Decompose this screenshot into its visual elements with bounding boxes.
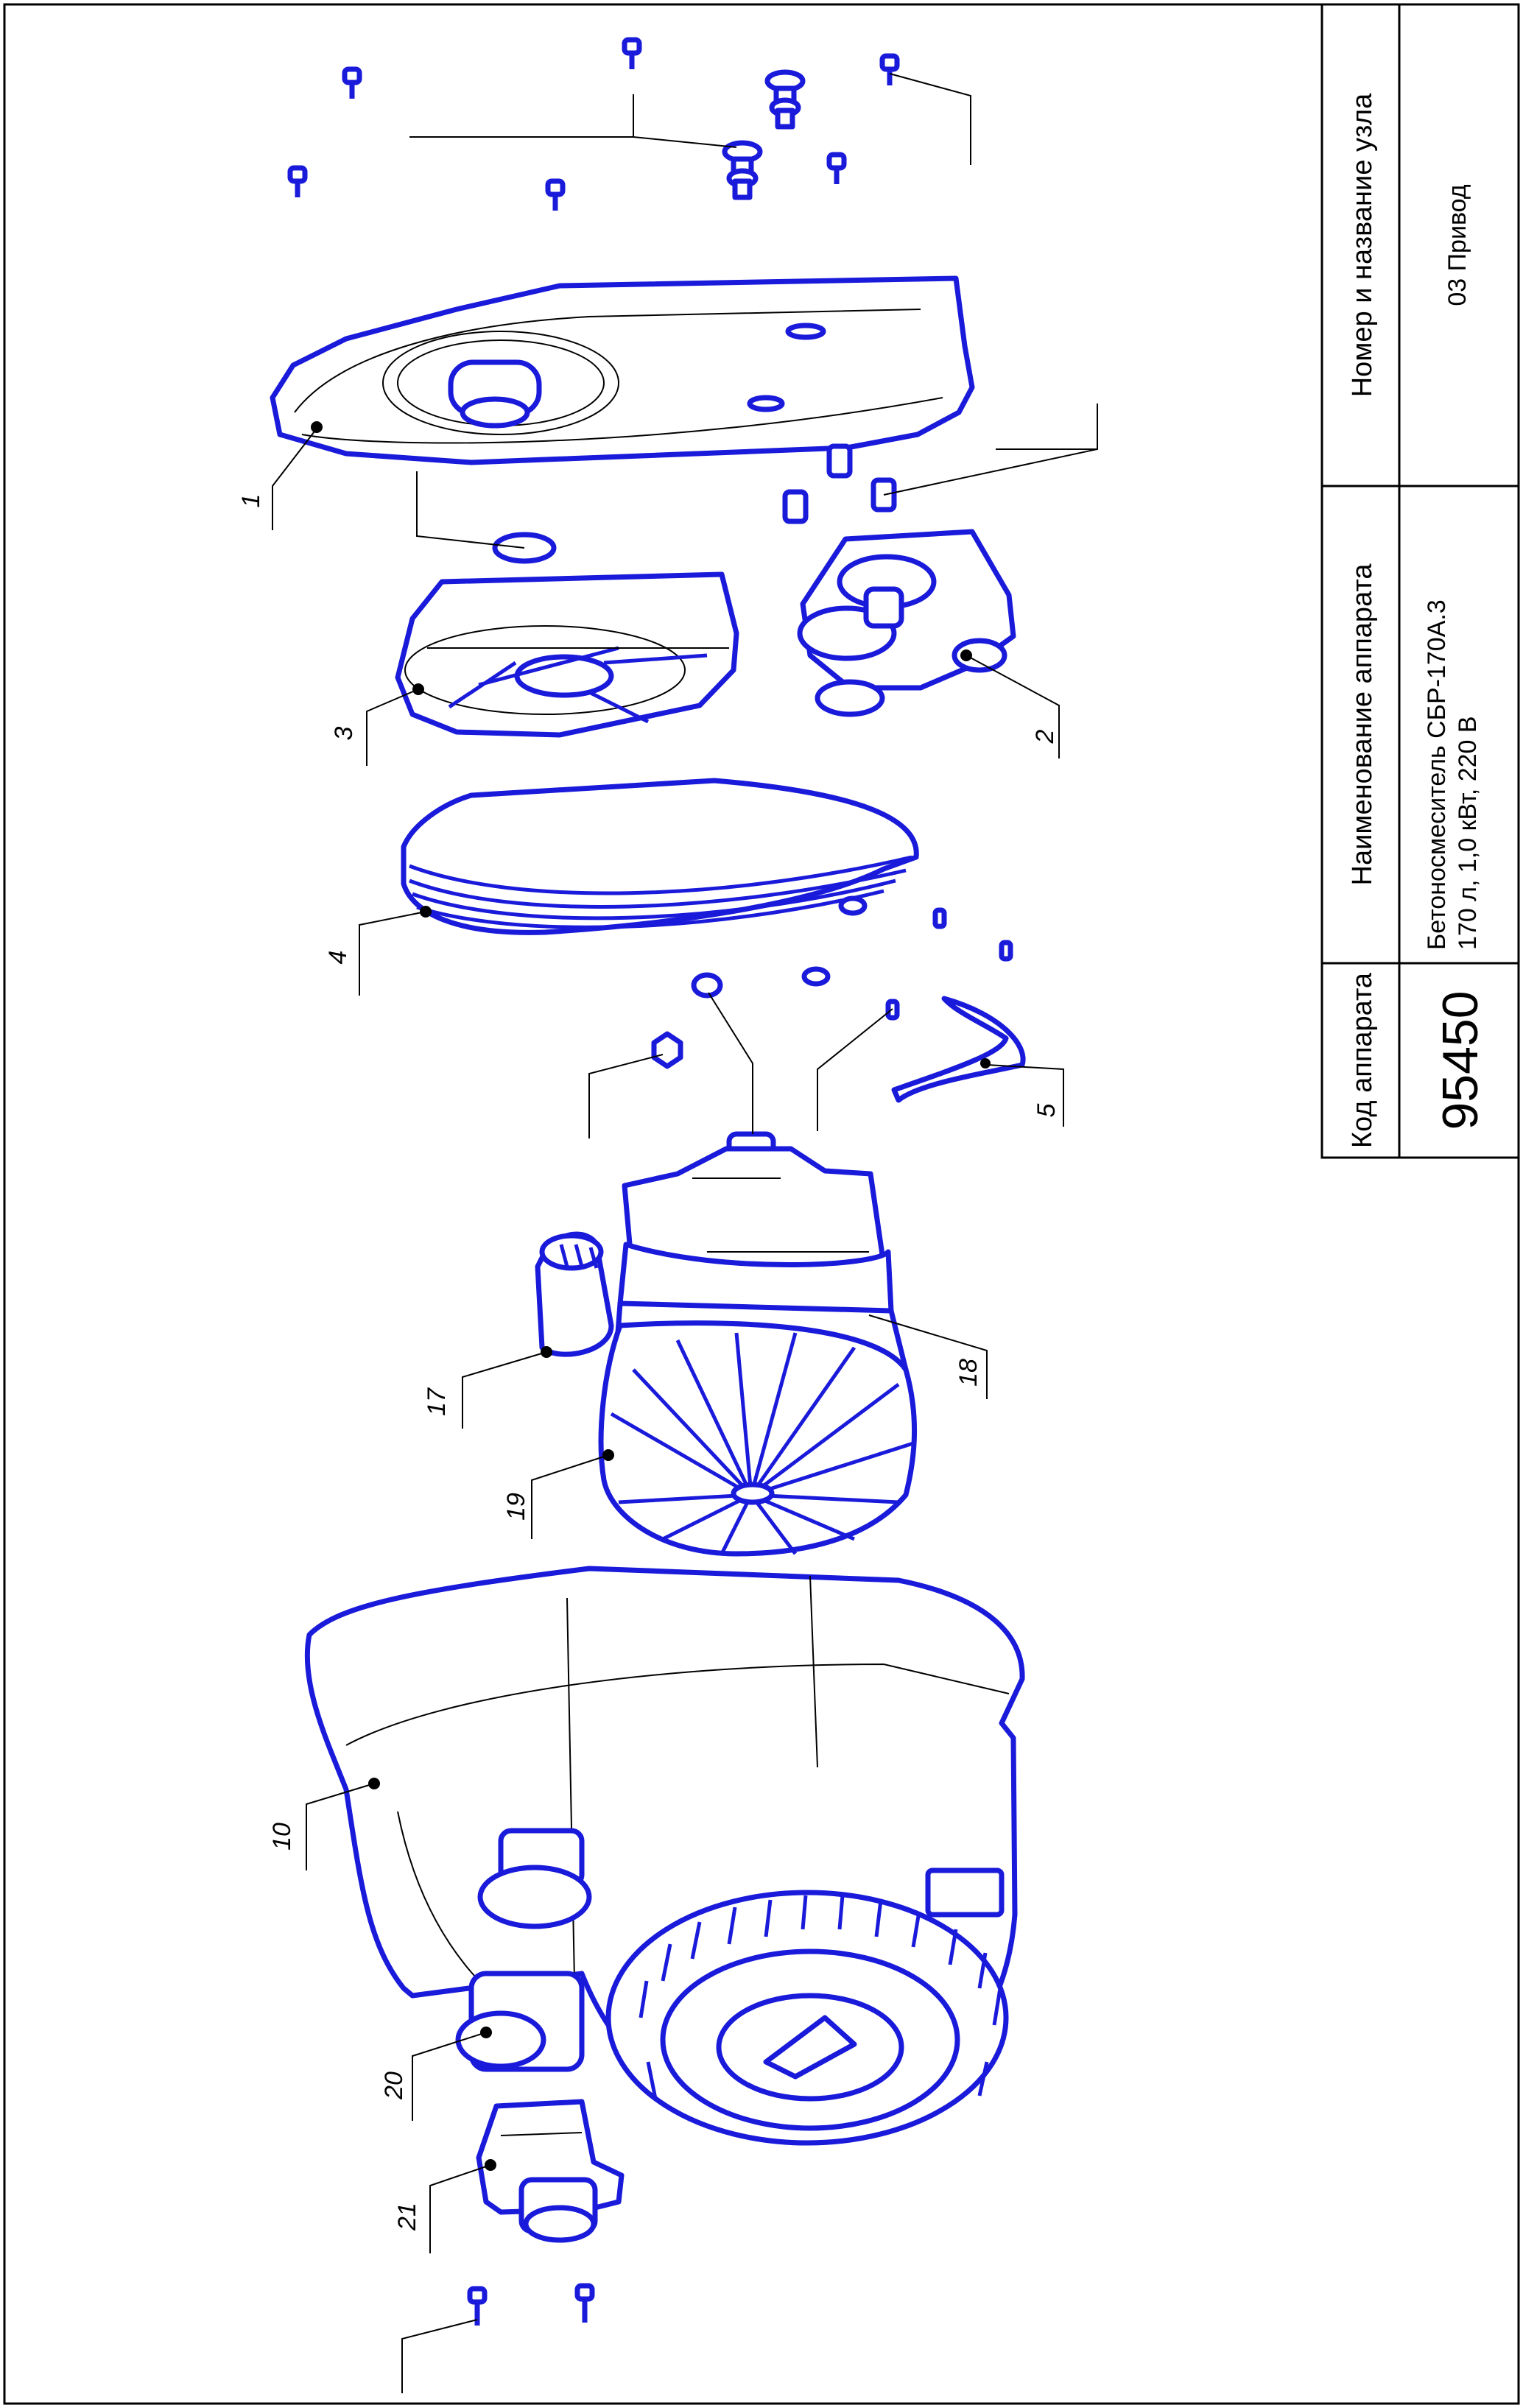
- part-5-plate: 5: [891, 996, 1064, 1127]
- bottom-screws: [401, 2283, 595, 2393]
- callout-17: 20: [380, 2071, 408, 2100]
- callout-18: 21: [393, 2203, 421, 2231]
- callout-5: 5: [1033, 1103, 1061, 1117]
- part-3-pulley: 3: [330, 571, 739, 766]
- sheet-frame: [3, 3, 1520, 2405]
- small-hardware: [588, 895, 1013, 1138]
- part-2-bracket: 2: [782, 404, 1098, 758]
- callout-10: 4: [324, 951, 352, 965]
- part-21-fan: 19: [502, 1320, 918, 1557]
- callout-3: 3: [330, 726, 358, 740]
- code-header: Код аппарата: [1347, 972, 1378, 1148]
- callout-1: 1: [237, 494, 265, 508]
- unit-header: Номер и название узла: [1347, 93, 1378, 397]
- part-17-coupling: 20: [380, 2027, 492, 2121]
- part-10-belt: 4: [324, 778, 919, 996]
- name-header: Наименование аппарата: [1347, 563, 1378, 886]
- callout-2: 2: [1031, 729, 1059, 744]
- part-4-housing: 10: [268, 1566, 1025, 2146]
- top-screws: [287, 37, 971, 211]
- callout-19: 17: [423, 1387, 451, 1416]
- code-value: 95450: [1432, 990, 1488, 1130]
- callout-4: 10: [268, 1823, 296, 1851]
- title-block: Код аппарата 95450 Наименование аппарата…: [1320, 3, 1520, 1159]
- callout-20: 18: [954, 1359, 982, 1387]
- part-19-capacitor: 17: [423, 1231, 614, 1429]
- part-18-switch: 21: [393, 2099, 625, 2253]
- part-1-belt-cover: 1: [237, 275, 975, 564]
- callout-21: 19: [502, 1493, 530, 1521]
- name-line-2: 170 л, 1,0 кВт, 220 В: [1454, 716, 1482, 950]
- unit-value: 03 Привод: [1443, 184, 1471, 306]
- name-line-1: Бетоносмеситель СБР-170А.3: [1423, 599, 1451, 950]
